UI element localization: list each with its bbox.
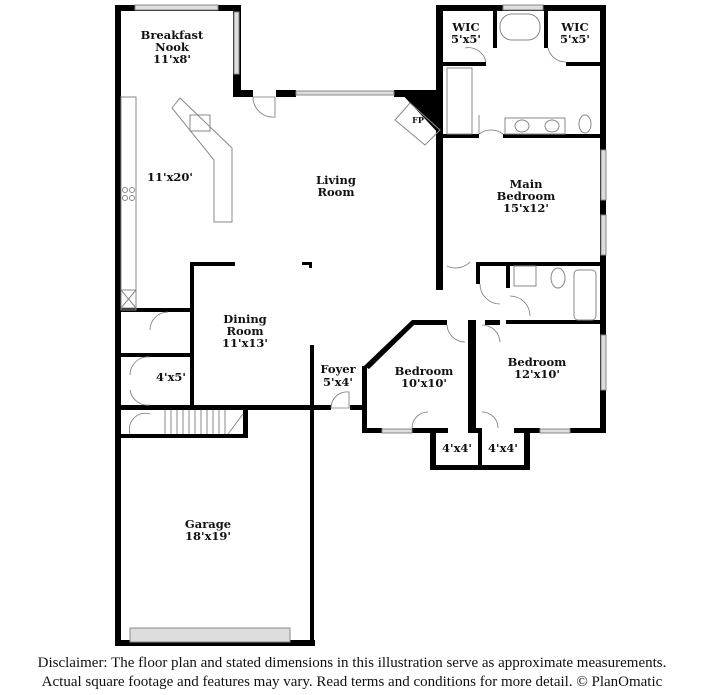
room-labels: Breakfast Nook 11'x8' 11'x20' Living Roo… (141, 20, 590, 543)
walls (115, 5, 606, 646)
main-bedroom-label-2: Bedroom (497, 189, 556, 203)
dining-room-label: Dining (223, 312, 266, 326)
closet-1-dims: 4'x4' (442, 441, 472, 455)
kitchen-dims: 11'x20' (147, 170, 193, 184)
closet-2-dims: 4'x4' (488, 441, 518, 455)
garage-label: Garage (185, 517, 231, 531)
fixtures (120, 13, 597, 435)
breakfast-nook-label-2: Nook (155, 40, 190, 54)
disclaimer-line-1: Disclaimer: The floor plan and stated di… (37, 655, 667, 671)
bedroom-3-label: Bedroom (508, 355, 567, 369)
wic-left-dims: 5'x5' (451, 32, 481, 46)
breakfast-nook-label: Breakfast (141, 28, 204, 42)
main-bedroom-label: Main (510, 177, 544, 191)
garage-dims: 18'x19' (185, 529, 231, 543)
main-bedroom-dims: 15'x12' (503, 201, 549, 215)
wic-left-label: WIC (451, 20, 479, 34)
windows (129, 4, 607, 643)
pantry-dims: 4'x5' (156, 370, 186, 384)
wic-right-dims: 5'x5' (560, 32, 590, 46)
breakfast-nook-dims: 11'x8' (153, 52, 191, 66)
floor-plan: Breakfast Nook 11'x8' 11'x20' Living Roo… (115, 4, 607, 646)
fireplace-label: FP (412, 115, 424, 125)
foyer-label: Foyer (320, 362, 356, 376)
bedroom-2-dims: 10'x10' (401, 376, 447, 390)
foyer-dims: 5'x4' (323, 375, 353, 389)
disclaimer-line-2: Actual square footage and features may v… (41, 674, 663, 690)
living-room-label-2: Room (317, 185, 354, 199)
dining-room-label-2: Room (226, 324, 263, 338)
living-room-label: Living (316, 173, 356, 187)
bedroom-2-label: Bedroom (395, 364, 454, 378)
door-swings (128, 47, 567, 435)
dining-room-dims: 11'x13' (222, 336, 268, 350)
bedroom-3-dims: 12'x10' (514, 367, 560, 381)
wic-right-label: WIC (560, 20, 588, 34)
